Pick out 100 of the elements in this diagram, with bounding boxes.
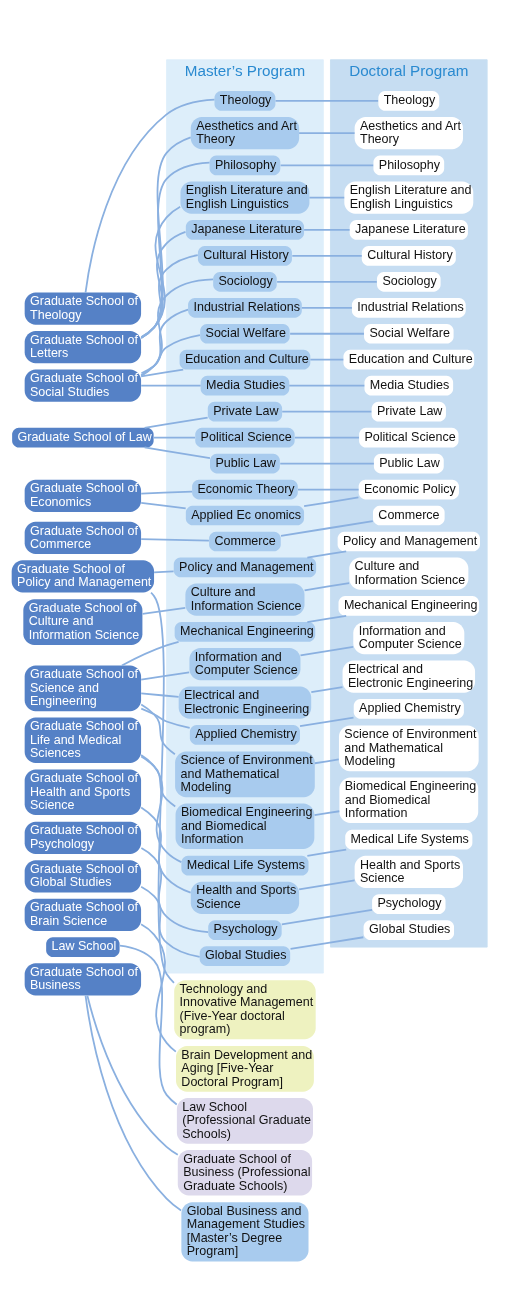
node-box: Medical Life Systems	[345, 829, 473, 850]
node-box: Political Science	[359, 427, 459, 448]
connector	[140, 308, 189, 377]
node-box: Electrical and Electronic Engineering	[342, 660, 476, 693]
node-box: Education and Culture	[343, 349, 475, 370]
connector	[140, 923, 177, 1053]
node-box: Graduate School of Social Studies	[24, 369, 142, 402]
node-box: Japanese Literature	[349, 220, 468, 240]
connector	[281, 410, 373, 413]
connector	[143, 446, 211, 459]
connector	[313, 810, 341, 817]
node-box: Graduate School of Psychology	[24, 821, 142, 854]
node-box: Psychology	[208, 920, 282, 940]
node-box: Cultural History	[361, 246, 456, 266]
connector	[140, 692, 180, 698]
node-box: Cultural History	[197, 246, 292, 266]
node-box: Education and Culture	[179, 349, 311, 370]
connector	[118, 944, 178, 1106]
node-box: Sociology	[213, 271, 277, 292]
connector	[280, 909, 373, 926]
node-box: Graduate School of Culture and Information Science	[23, 599, 143, 645]
node-box: Japanese Literature	[185, 220, 305, 240]
connector	[310, 686, 344, 694]
connector	[86, 994, 179, 1156]
node-box: Social Welfare	[364, 323, 454, 344]
node-box: Graduate School of Theology	[24, 292, 142, 325]
node-box: Graduate School of Science and Engineering	[24, 665, 142, 712]
node-box: Economic Theory	[192, 479, 298, 500]
connector	[140, 847, 210, 934]
node-box: Culture and Information Science	[349, 557, 469, 590]
connector	[150, 591, 175, 984]
connector	[299, 646, 355, 657]
node-box: Electrical and Electronic Engineering	[178, 686, 312, 719]
connector	[298, 132, 356, 135]
connector	[303, 582, 350, 592]
node-box: Global Studies	[199, 946, 291, 966]
node-box: Graduate School of Law	[12, 427, 154, 448]
node-box: Media Studies	[364, 375, 454, 396]
connector	[84, 994, 182, 1212]
node-box: Graduate School of Economics	[24, 479, 142, 512]
node-box: Information and Computer Science	[189, 648, 301, 681]
connector	[140, 384, 202, 387]
connector	[140, 368, 185, 378]
connector	[140, 334, 201, 375]
connector	[291, 254, 363, 257]
node-box: Aesthetics and Art Theory	[190, 117, 300, 150]
connector	[140, 806, 192, 894]
node-box: Applied Chemistry	[189, 725, 300, 745]
connector	[298, 879, 356, 891]
node-box: Applied Ec onomics	[185, 505, 305, 526]
node-box: Brain Development and Aging [Five-Year Doctoral Program]	[176, 1046, 314, 1092]
node-box: English Literature and English Linguistics	[344, 181, 474, 214]
node-box: Industrial Relations	[351, 297, 466, 318]
connector	[288, 384, 366, 387]
node-box: Global Business and Management Studies [Master’s Degree Program]	[181, 1202, 309, 1262]
node-box: Biomedical Engineering and Biomedical Information	[175, 803, 315, 850]
node-box: Graduate School of Policy and Management	[11, 560, 155, 593]
node-box: Political Science	[195, 427, 295, 448]
connector	[303, 229, 351, 231]
node-box: Mechanical Engineering	[338, 596, 480, 616]
connector	[306, 848, 348, 857]
node-box: Public Law	[210, 453, 280, 474]
node-box: Aesthetics and Art Theory	[354, 117, 463, 150]
connector	[140, 885, 201, 958]
node-box: Media Studies	[200, 375, 290, 396]
node-box: Mechanical Engineering	[174, 622, 316, 642]
connector	[300, 306, 353, 309]
node-box: Medical Life Systems	[181, 855, 309, 876]
connector	[140, 703, 176, 756]
connector	[303, 496, 360, 508]
connector	[140, 254, 199, 338]
node-box: Graduate School of Health and Sports Science	[24, 769, 142, 816]
connector	[306, 614, 348, 623]
connector	[297, 488, 360, 491]
node-box: Philosophy	[209, 155, 281, 176]
node-box: Graduate School of Commerce	[24, 521, 142, 555]
node-box: Applied Chemistry	[353, 699, 464, 719]
connector	[84, 98, 216, 294]
connector	[140, 278, 214, 377]
connector	[276, 280, 378, 283]
node-box: Graduate School of Life and Medical Sciences	[24, 717, 142, 764]
node-box: Graduate School of Global Studies	[24, 860, 142, 893]
node-box: Culture and Information Science	[185, 583, 305, 616]
connector	[280, 520, 374, 537]
node-box: Economic Policy	[358, 479, 459, 500]
node-box: Industrial Relations	[188, 297, 302, 318]
connector	[120, 640, 180, 667]
node-box: Policy and Management	[337, 531, 480, 552]
connector	[274, 100, 379, 102]
connector	[140, 707, 191, 729]
node-box: Graduate School of Business	[24, 963, 142, 996]
connector	[308, 196, 346, 199]
connector	[140, 490, 193, 495]
node-box: Private Law	[207, 401, 283, 422]
node-box: Psychology	[372, 894, 446, 914]
connector	[140, 671, 191, 681]
node-box: Graduate School of Letters	[24, 331, 142, 364]
connector	[306, 550, 348, 559]
connector	[289, 936, 365, 950]
connector	[309, 358, 345, 361]
